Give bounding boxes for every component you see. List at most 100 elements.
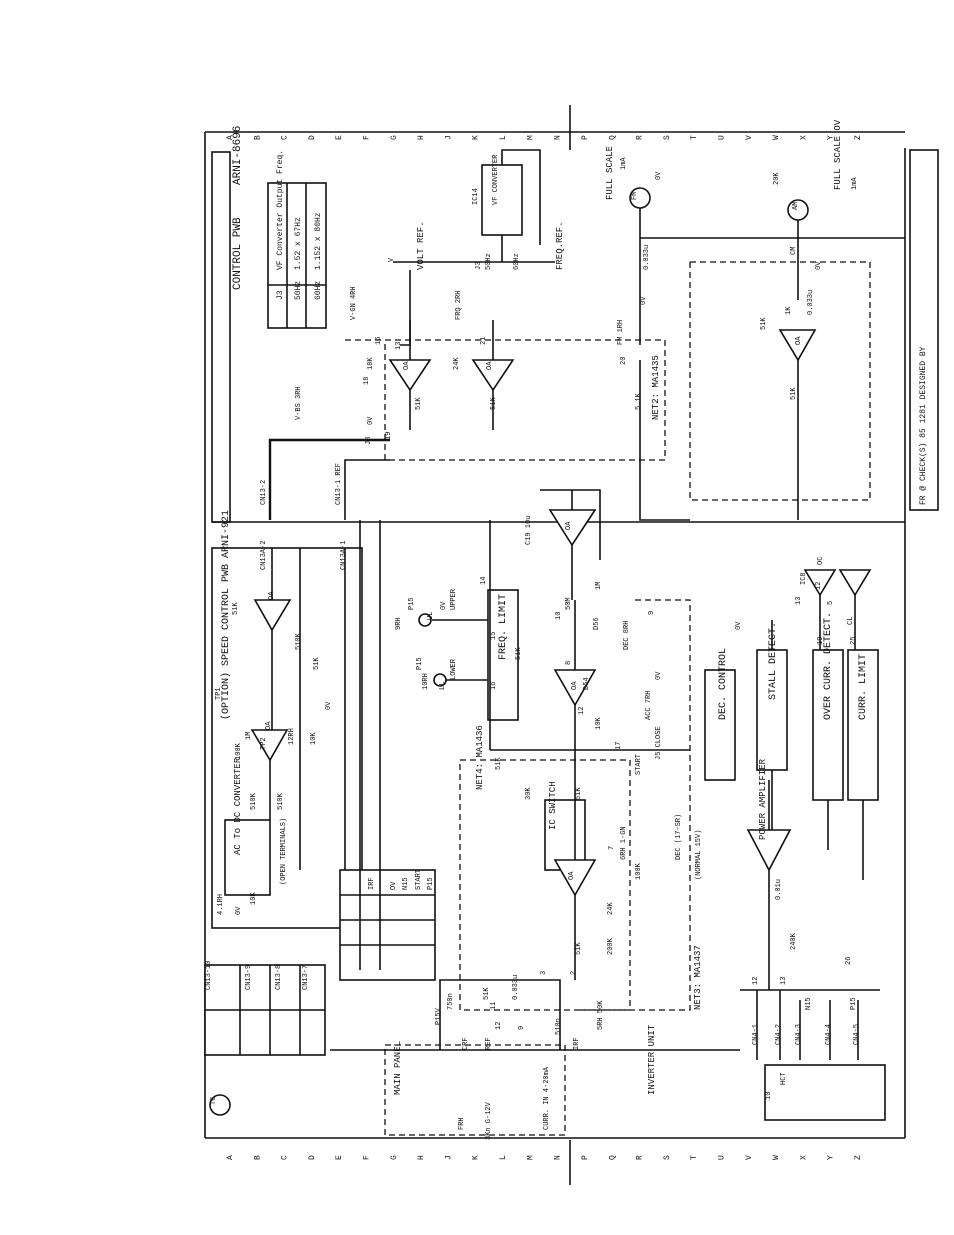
vertical-label-0: 0V <box>367 416 375 425</box>
component-label-8: 20K <box>773 172 781 185</box>
component-label-56: J8 <box>365 437 373 445</box>
grid-letter-top-F: F <box>363 135 372 140</box>
component-label-76: 51K <box>515 647 523 660</box>
grid-letter-top-T: T <box>690 135 699 140</box>
component-label-11: 9RH <box>395 617 403 630</box>
vertical-label-3: IC14 <box>472 188 480 205</box>
component-label-66: 20 <box>620 357 628 365</box>
opamp-am <box>778 329 817 362</box>
opamp-speed-1 <box>253 599 292 632</box>
component-label-74: 15 <box>490 632 498 640</box>
vertical-label-13: P15 <box>408 597 416 610</box>
freq-limit-box <box>487 589 519 721</box>
component-label-42: CN13-10 <box>205 961 213 990</box>
grid-letter-bottom-F: F <box>363 1155 372 1160</box>
component-label-61: 18K <box>367 357 375 370</box>
component-label-95: 3 <box>540 971 548 975</box>
component-label-60: 16 <box>375 337 383 345</box>
grid-letter-top-R: R <box>636 135 645 140</box>
grid-letter-top-U: U <box>717 135 726 140</box>
vertical-label-23: OA <box>268 591 276 600</box>
component-label-13: UPPER <box>450 588 458 610</box>
component-label-103: IC8 <box>800 572 808 585</box>
grid-letter-bottom-Q: Q <box>608 1155 617 1160</box>
ic-switch-box <box>544 799 586 871</box>
component-label-39: CN4-3 <box>795 1024 803 1045</box>
vertical-label-1: V <box>388 257 396 262</box>
vertical-label-35: 12RH <box>288 728 296 745</box>
component-label-1: FRQ 2RH <box>455 291 463 320</box>
component-label-36: N15 <box>805 997 813 1010</box>
component-label-108: 25 <box>850 637 858 645</box>
grid-letter-bottom-K: K <box>472 1155 481 1160</box>
control-pwb-frame <box>211 151 231 523</box>
vertical-label-27: 10K <box>310 732 318 745</box>
hct-box <box>764 1064 886 1121</box>
grid-letter-top-D: D <box>308 135 317 140</box>
main-label-11: CURR. LIMIT <box>858 654 869 720</box>
vertical-label-19: OA <box>568 871 576 880</box>
vertical-label-8: 1mA <box>851 177 859 190</box>
main-panel-boundary <box>384 1044 566 1136</box>
component-label-54: P15 <box>427 877 435 890</box>
grid-letter-bottom-L: L <box>499 1155 508 1160</box>
vertical-label-37: 4.1RH <box>217 894 225 915</box>
main-label-6: FULL SCALE OV <box>833 119 843 190</box>
component-label-105: 13 <box>795 597 803 605</box>
component-label-4: 50Hz <box>485 253 493 270</box>
component-label-27: CRF <box>462 1037 470 1050</box>
component-label-70: 51K <box>790 387 798 400</box>
curr-limit-box <box>847 649 879 801</box>
vertical-label-11: LL <box>439 682 447 690</box>
grid-letter-top-E: E <box>335 135 344 140</box>
component-label-73: 14 <box>480 577 488 585</box>
main-label-12: AC To DC CONVERTER <box>233 757 243 855</box>
net4-boundary <box>459 759 631 1011</box>
component-label-31: 3Kn G-12V <box>485 1101 493 1140</box>
grid-letter-top-M: M <box>526 135 535 140</box>
grid-letter-top-B: B <box>253 135 262 140</box>
j3-row2-b: 1.152 x 80Hz <box>314 212 323 270</box>
component-label-83: 17 <box>615 742 623 750</box>
component-label-44: CN13-8 <box>275 965 283 990</box>
grid-letter-top-S: S <box>663 135 672 140</box>
vertical-label-7: 1mA <box>620 157 628 170</box>
component-label-57: 18 <box>363 377 371 385</box>
component-label-34: HCT <box>780 1072 788 1085</box>
vertical-label-17: OA <box>565 521 573 530</box>
wire-main-panel <box>439 979 561 1050</box>
grid-letter-bottom-J: J <box>444 1155 453 1160</box>
power-amplifier <box>746 829 792 872</box>
main-label-4: FREQ.REF. <box>555 221 565 270</box>
component-label-110: 10 <box>765 1092 773 1100</box>
component-label-106: 5 <box>827 601 835 605</box>
component-label-114: 51K <box>483 987 491 1000</box>
net2-boundary <box>345 339 666 461</box>
component-label-6: FM <box>631 192 639 200</box>
component-label-99: DEC (17-SR) <box>675 814 683 860</box>
main-label-15: NET4: MA1436 <box>475 725 485 790</box>
grid-letter-top-X: X <box>799 135 808 140</box>
component-label-38: CN4-2 <box>775 1024 783 1045</box>
component-label-77: 10 <box>555 612 563 620</box>
component-label-72: C19 10u <box>525 516 533 545</box>
component-label-7: AM <box>792 202 800 210</box>
component-label-91: 24K <box>607 902 615 915</box>
component-label-98: 11 <box>490 1002 498 1010</box>
component-label-9: 0.033u <box>643 245 651 270</box>
component-label-111: 12 <box>752 977 760 985</box>
component-label-40: CN4-4 <box>825 1024 833 1045</box>
main-label-18: INVERTER UNIT <box>647 1024 657 1095</box>
vertical-label-16: 0V <box>735 621 743 630</box>
component-label-19: 6RH 1-GN <box>620 826 628 860</box>
grid-letter-bottom-B: B <box>253 1155 262 1160</box>
vertical-label-12: P15 <box>416 657 424 670</box>
grid-letter-bottom-V: V <box>745 1155 754 1160</box>
main-label-5: FULL SCALE <box>605 146 615 200</box>
component-label-89: 51K <box>575 787 583 800</box>
component-label-48: CN13A-1 <box>340 541 348 570</box>
component-label-52: OV <box>390 881 398 890</box>
vertical-label-29: 51K <box>313 657 321 670</box>
